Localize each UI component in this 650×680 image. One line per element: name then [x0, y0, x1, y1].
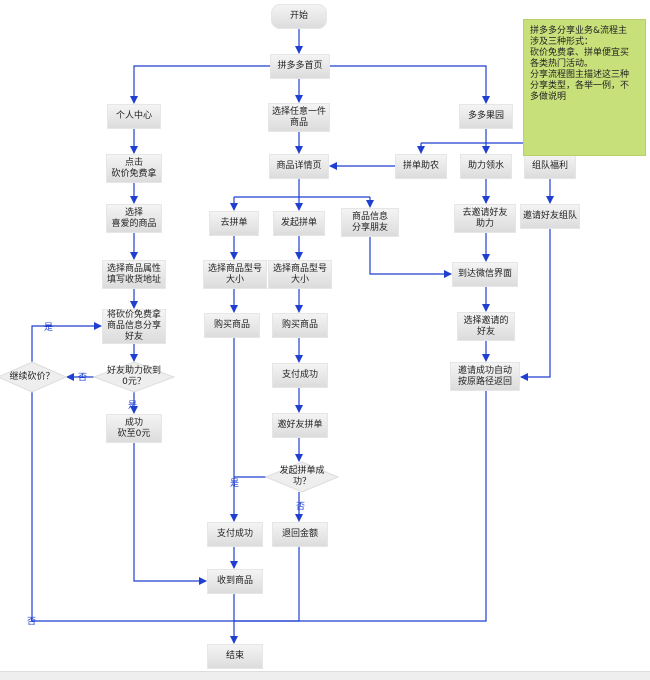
start-pin-node: 发起拼单 — [273, 211, 325, 236]
choose-friend-node: 选择邀请的 好友 — [457, 312, 515, 341]
product-detail-node: 商品详情页 — [269, 154, 329, 179]
connector-inviteteam-to-return — [520, 229, 551, 381]
select-favorite-node: 选择 喜爱的商品 — [106, 204, 162, 233]
bargain-free-node: 点击 砍价免费拿 — [106, 154, 162, 183]
pay-success-1-node: 支付成功 — [207, 522, 263, 547]
edge-label-no-continue: 否 — [27, 617, 37, 627]
pin-success-label: 发起拼单成 功？ — [279, 466, 325, 487]
description-note: 拼多多分享业务&流程主 涉及三种形式： 砍价免费拿、拼单便宜买 各类热门活动。 … — [523, 19, 646, 156]
select-any-product-node: 选择任意一件 商品 — [268, 103, 330, 132]
connector-home-to-orchard — [330, 65, 490, 104]
bottom-scrollbar — [0, 671, 650, 680]
share-info-node: 商品信息 分享朋友 — [341, 208, 399, 237]
decision-pin-success-shape — [264, 461, 340, 493]
connector-home-to-personal — [130, 65, 270, 104]
edge-label-yes-pin: 是 — [230, 479, 240, 489]
buy-1-node: 购买商品 — [204, 313, 260, 338]
home-node: 拼多多首页 — [270, 54, 330, 79]
wechat-node: 到达微信界面 — [452, 262, 518, 287]
choose-model-2-node: 选择商品型号 大小 — [268, 260, 332, 289]
start-node: 开始 — [271, 4, 327, 29]
decision-bargain-zero-shape — [92, 361, 176, 393]
go-pin-node: 去拼单 — [209, 211, 259, 236]
decision-continue-bargain-shape — [0, 361, 68, 393]
orchard-node: 多多果园 — [459, 104, 513, 129]
pay-success-2-node: 支付成功 — [272, 363, 328, 388]
connector-done-to-receive — [133, 443, 207, 585]
continue-bargain-label: 继续砍价？ — [9, 372, 55, 382]
edge-label-no-pin: 否 — [296, 502, 306, 512]
edge-label-yes-continue: 是 — [44, 323, 54, 333]
edge-label-yes-bargain: 是 — [128, 401, 138, 411]
connector-continue-no-to-end — [31, 392, 234, 622]
share-bargain-node: 将砍价免费拿 商品信息分享 好友 — [102, 309, 166, 344]
connector-return-to-end — [234, 391, 487, 622]
connector-continue-yes-loop — [31, 322, 102, 362]
bargain-zero-label: 好友助力砍到 0元？ — [106, 366, 161, 387]
edge-label-no-bargain: 否 — [78, 373, 88, 383]
invite-success-return-node: 邀请成功自动 按原路径返回 — [450, 362, 520, 391]
invite-team-node: 邀请好友组队 — [520, 204, 580, 229]
receive-node: 收到商品 — [207, 569, 263, 594]
choose-model-1-node: 选择商品型号 大小 — [203, 260, 267, 289]
invite-pin-node: 邀好友拼单 — [272, 413, 328, 438]
help-water-node: 助力领水 — [460, 154, 512, 179]
choose-attr-node: 选择商品属性 填写收货地址 — [102, 260, 166, 289]
team-benefit-node: 组队福利 — [524, 154, 576, 179]
buy-2-node: 购买商品 — [272, 313, 328, 338]
invite-help-node: 去邀请好友 助力 — [454, 204, 516, 233]
personal-center-node: 个人中心 — [107, 104, 161, 129]
end-node: 结束 — [207, 644, 263, 669]
connector-share-to-wechat — [369, 237, 452, 278]
connector-detail-split — [234, 179, 370, 198]
bargain-done-node: 成功 砍至0元 — [106, 414, 162, 443]
pin-farming-node: 拼单助农 — [395, 154, 447, 179]
refund-node: 退回金额 — [272, 522, 328, 547]
